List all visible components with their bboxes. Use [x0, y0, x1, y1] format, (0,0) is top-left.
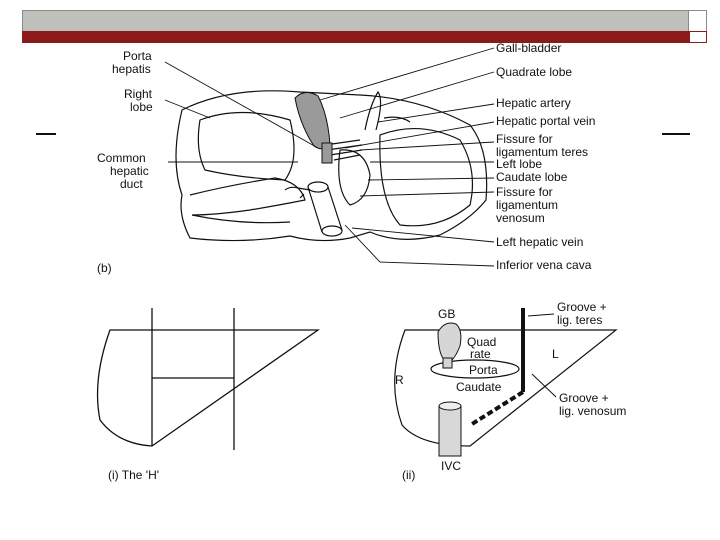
label-fissure-for-1: Fissure for [496, 132, 553, 146]
leader-lines-b [164, 47, 495, 267]
cystic-duct-shape [321, 142, 333, 164]
label-b: (b) [97, 261, 112, 275]
label-porta: Porta [123, 49, 152, 63]
label-hepatis: hepatis [112, 62, 151, 76]
label-rate: rate [470, 347, 491, 361]
label-right: Right [124, 87, 153, 101]
right-rule [662, 133, 690, 135]
title-bar-corner [688, 11, 706, 31]
left-rule [36, 133, 56, 135]
label-venosum: venosum [496, 211, 545, 225]
label-left-lobe: Left lobe [496, 157, 542, 171]
label-quadrate-lobe: Quadrate lobe [496, 65, 572, 79]
label-hepatic-portal-vein: Hepatic portal vein [496, 114, 595, 128]
label-left-hepatic-vein: Left hepatic vein [496, 235, 583, 249]
caption-ii: (ii) [402, 468, 415, 482]
label-hepatic-artery: Hepatic artery [496, 96, 571, 110]
caption-i: (i) The 'H' [108, 468, 159, 482]
label-common: Common [97, 151, 146, 165]
label-hepatic: hepatic [110, 164, 149, 178]
accent-bar-corner [689, 31, 707, 43]
label-ligamentum-teres: ligamentum teres [496, 145, 588, 159]
label-ivc: IVC [441, 459, 461, 473]
gb-shape [437, 322, 462, 361]
ivc-shape [438, 401, 462, 457]
label-ligamentum: ligamentum [496, 198, 558, 212]
figure-i-schematic [96, 308, 321, 450]
leader-lines-ii [527, 313, 557, 398]
label-caudate: Caudate [456, 380, 502, 394]
grooves [470, 308, 525, 426]
label-groove-teres-1: Groove + [557, 300, 607, 314]
gb-duct-shape [442, 357, 453, 369]
figure-ii-schematic [394, 329, 618, 447]
label-caudate-lobe: Caudate lobe [496, 170, 568, 184]
label-groove-venosum-1: Groove + [559, 391, 609, 405]
label-quad: Quad [467, 335, 496, 349]
label-inferior-vena-cava: Inferior vena cava [496, 258, 592, 272]
label-groove-venosum-2: lig. venosum [559, 404, 626, 418]
label-gall-bladder: Gall-bladder [496, 41, 561, 55]
liver-illustration [175, 90, 488, 242]
label-duct: duct [120, 177, 143, 191]
label-groove-teres-2: lig. teres [557, 313, 602, 327]
label-l: L [552, 347, 559, 361]
label-gb: GB [438, 307, 455, 321]
label-lobe: lobe [130, 100, 153, 114]
label-porta-ii: Porta [469, 363, 498, 377]
label-fissure-for-2: Fissure for [496, 185, 553, 199]
gallbladder-shape [294, 92, 331, 150]
accent-bar [22, 31, 707, 43]
label-r: R [395, 373, 404, 387]
